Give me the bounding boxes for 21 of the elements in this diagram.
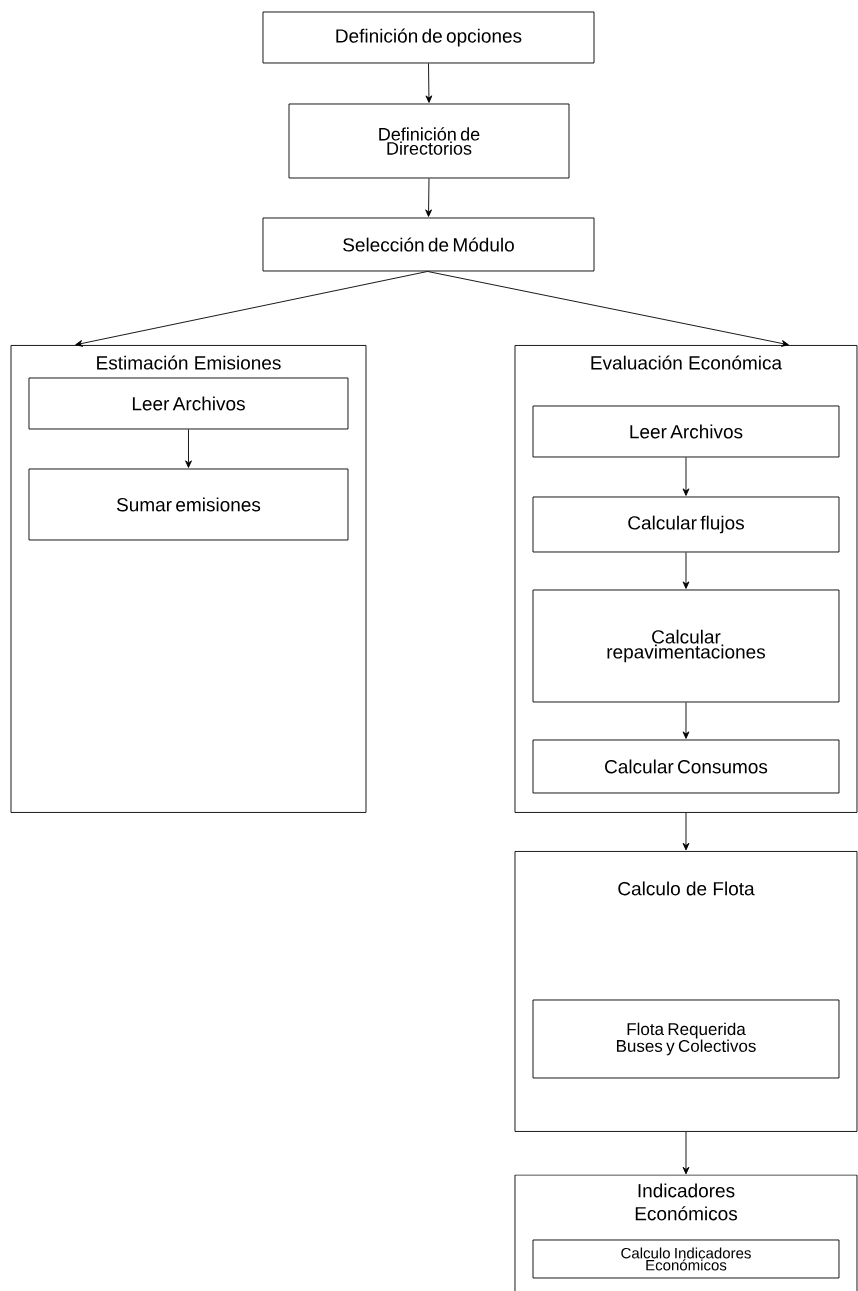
arrow — [427, 271, 789, 347]
process-box: Definición de Directorios — [288, 103, 570, 179]
arrow — [185, 429, 192, 468]
arrow — [425, 63, 433, 103]
process-box: Sumar emisiones — [28, 468, 349, 541]
process-box: Flota Requerida Buses y Colectivos — [532, 999, 840, 1079]
process-box: Leer Archivos — [532, 405, 840, 458]
arrow — [682, 1131, 690, 1175]
arrow — [425, 178, 432, 217]
arrow — [682, 702, 690, 739]
process-box: Calcular Consumos — [532, 739, 840, 794]
arrow — [75, 271, 428, 347]
process-box: Definición de opciones — [262, 11, 595, 64]
process-box: Calcular repavimentaciones — [532, 589, 840, 703]
arrow — [682, 552, 690, 589]
arrow — [682, 457, 690, 496]
process-box: Calcular flujos — [532, 496, 840, 553]
arrow — [682, 812, 690, 851]
process-box: Calculo Indicadores Económicos — [532, 1239, 840, 1279]
process-box: Selección de Módulo — [262, 217, 595, 272]
process-box: Leer Archivos — [28, 377, 349, 430]
